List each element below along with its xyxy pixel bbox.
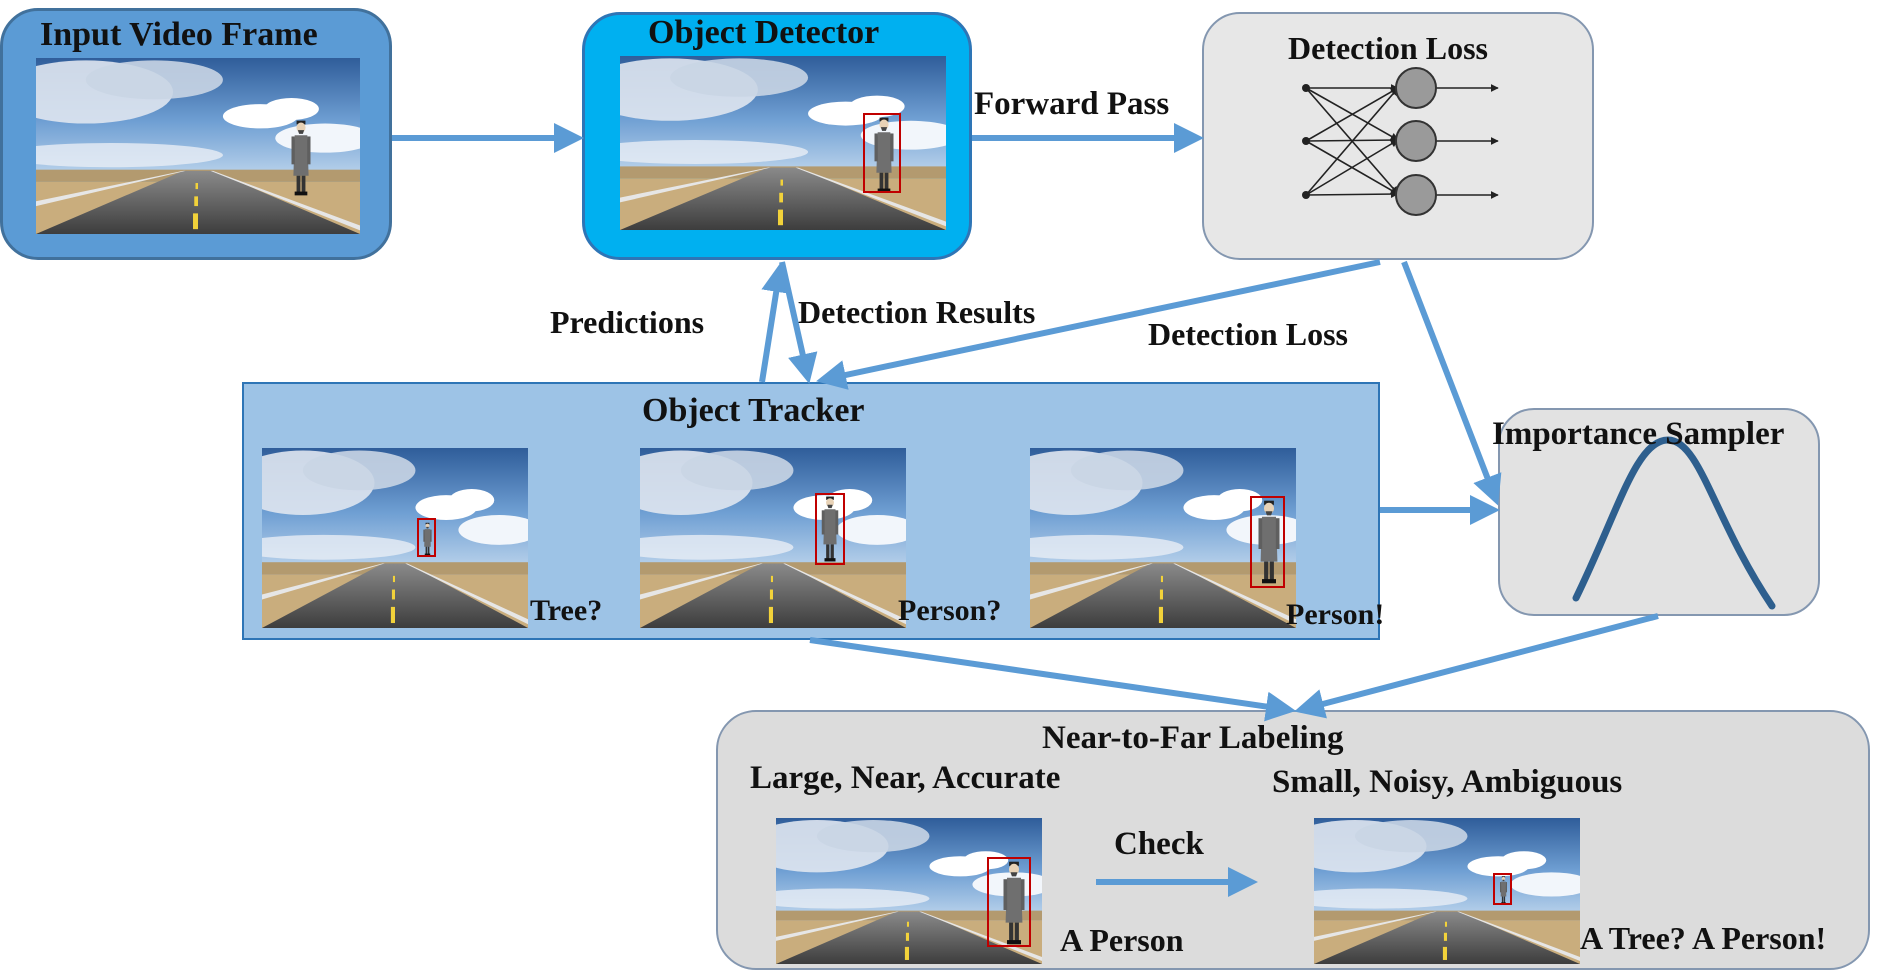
detector-frame-image	[620, 56, 946, 230]
arrow-sampler-to-labeling	[1294, 613, 1659, 719]
far-caption: Small, Noisy, Ambiguous	[1272, 764, 1623, 800]
arrow-predictions	[759, 262, 792, 383]
detection-loss-title: Detection Loss	[1288, 30, 1488, 66]
arrow-detection-loss	[816, 259, 1381, 390]
near-caption: Large, Near, Accurate	[750, 760, 1061, 796]
far-frame-image	[1314, 818, 1580, 964]
tracker-frame-image-2	[640, 448, 906, 628]
object-tracker-title: Object Tracker	[642, 392, 865, 429]
far-answer: A Tree? A Person!	[1580, 920, 1827, 956]
tracker-frame-label-1: Tree?	[530, 594, 603, 627]
object-detector-title: Object Detector	[648, 14, 880, 51]
near-to-far-labeling-title: Near-to-Far Labeling	[1042, 720, 1344, 756]
arrow-tracker-to-labeling	[809, 637, 1296, 722]
detection-results-label: Detection Results	[798, 294, 1036, 330]
tracker-frame-label-2: Person?	[898, 594, 1002, 627]
tracking-bounding-box	[417, 518, 436, 557]
forward-pass-label: Forward Pass	[974, 86, 1170, 122]
importance-distribution-curve	[1572, 436, 1776, 610]
tracking-bounding-box	[815, 493, 845, 565]
input-video-frame-title: Input Video Frame	[40, 16, 318, 53]
neural-network-nodes	[1302, 67, 1437, 216]
importance-sampler-title: Importance Sampler	[1492, 416, 1785, 452]
detection-bounding-box	[863, 113, 901, 193]
input-frame-image	[36, 58, 360, 234]
near-answer: A Person	[1060, 922, 1184, 958]
arrow-loss-to-sampler	[1401, 260, 1502, 506]
near-frame-image	[776, 818, 1042, 964]
tracker-frame-image-1	[262, 448, 528, 628]
predictions-label: Predictions	[550, 304, 705, 340]
neural-network-icon	[1305, 84, 1499, 199]
detection-loss-edge-label: Detection Loss	[1148, 316, 1348, 352]
tracker-frame-image-3	[1030, 448, 1296, 628]
tracker-frame-label-3: Person!	[1286, 598, 1385, 631]
tracking-bounding-box	[1250, 496, 1285, 588]
far-bounding-box	[1493, 873, 1512, 905]
check-label: Check	[1114, 826, 1204, 862]
arrow-detection-results	[779, 261, 818, 384]
near-bounding-box	[987, 857, 1031, 947]
